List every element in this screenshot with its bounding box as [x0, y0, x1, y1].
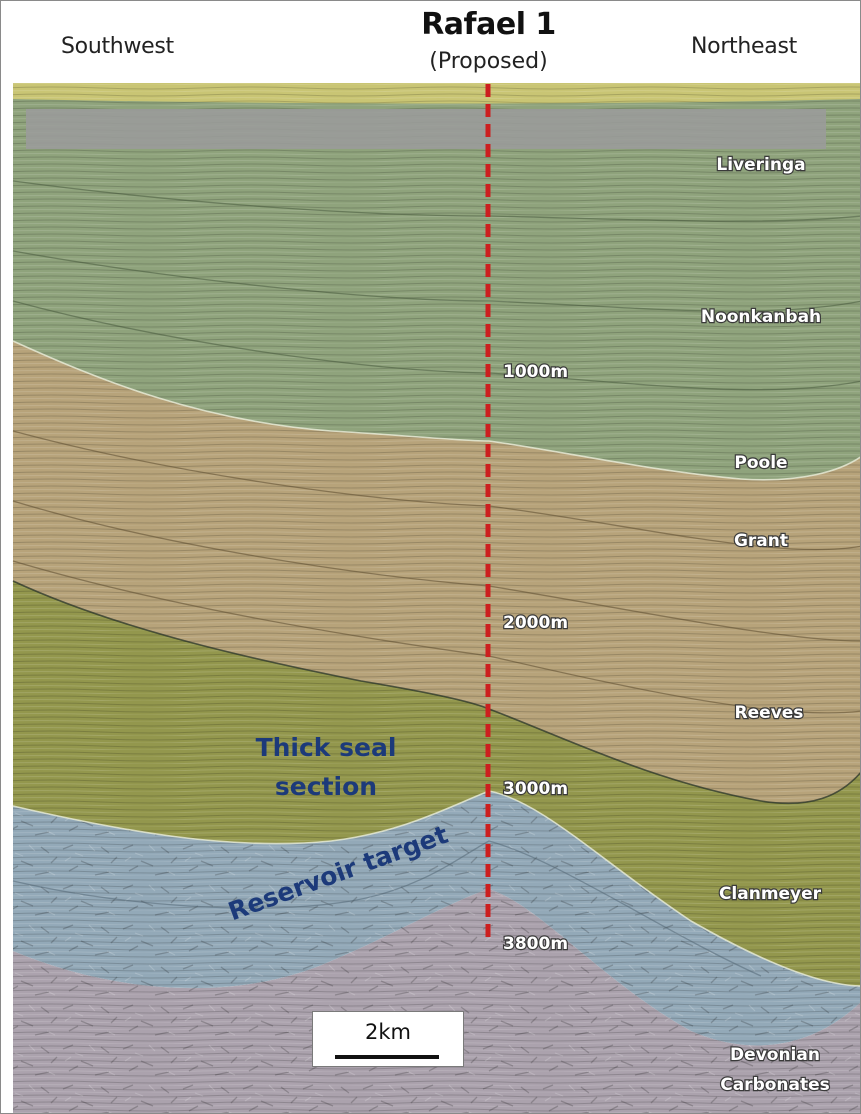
formation-label-carbonates: Carbonates [720, 1075, 830, 1095]
header-area [2, 2, 860, 83]
chaotic-texture [13, 791, 860, 1113]
northeast-label: Northeast [691, 34, 797, 59]
thick-seal-annotation-line1: Thick seal [256, 733, 397, 762]
well-name-title: Rafael 1 [421, 7, 556, 42]
formation-label-devonian: Devonian [730, 1045, 820, 1065]
formation-label-clanmeyer: Clanmeyer [719, 884, 822, 904]
depth-label-1000m: 1000m [503, 362, 568, 382]
thick-seal-annotation-line2: section [275, 772, 377, 801]
formation-label-poole: Poole [734, 453, 787, 473]
formation-label-grant: Grant [734, 531, 788, 551]
depth-label-2000m: 2000m [503, 613, 568, 633]
scale-bar-line [335, 1055, 439, 1059]
well-status-subtitle: (Proposed) [429, 49, 548, 74]
southwest-label: Southwest [61, 34, 174, 59]
scale-bar-box: 2km [312, 1011, 464, 1067]
depth-label-3000m: 3000m [503, 779, 568, 799]
formation-label-liveringa: Liveringa [716, 155, 805, 175]
formation-label-noonkanbah: Noonkanbah [701, 307, 821, 327]
scale-bar-label: 2km [365, 1020, 411, 1044]
depth-label-3800m: 3800m [503, 934, 568, 954]
formation-label-reeves: Reeves [735, 703, 804, 723]
grey-overlay-band [26, 109, 826, 149]
